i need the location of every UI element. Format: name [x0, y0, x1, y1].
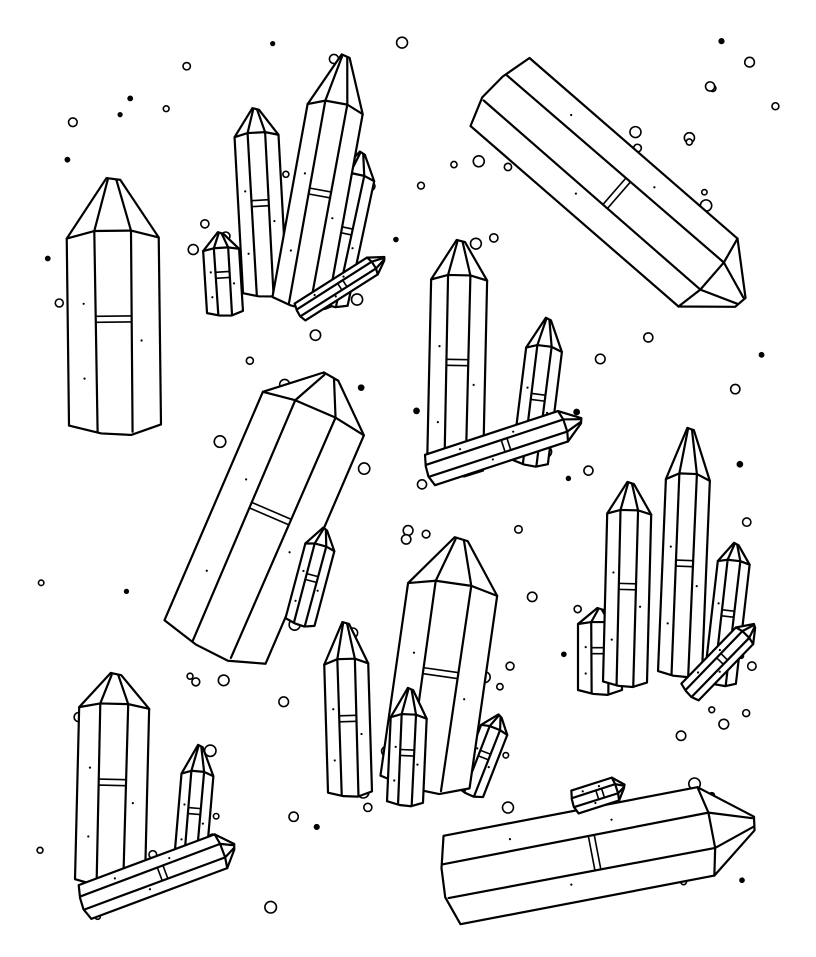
- crystal-top-cluster-main: [271, 53, 364, 311]
- crystal-bottom-center-front: [385, 686, 428, 808]
- dot: [704, 81, 716, 92]
- dot: [526, 591, 538, 603]
- dot: [505, 661, 515, 671]
- crystal-bottom-left-fallen: [77, 833, 236, 920]
- dot: [708, 706, 716, 714]
- dot: [718, 38, 725, 45]
- crystal-bottom-right-small: [570, 776, 626, 815]
- dot: [127, 95, 134, 102]
- dot: [182, 61, 192, 71]
- dot: [357, 462, 371, 476]
- dot: [488, 232, 499, 243]
- dot: [416, 478, 428, 490]
- crystal-bottom-center-left: [323, 620, 374, 798]
- dot: [573, 408, 581, 416]
- dot: [191, 677, 201, 687]
- dot: [501, 801, 515, 814]
- dot: [309, 329, 322, 342]
- dot: [583, 465, 594, 476]
- dot: [416, 181, 426, 190]
- dot: [771, 101, 780, 111]
- crystal-right-cluster-main: [656, 426, 711, 679]
- dot: [123, 588, 130, 595]
- dot: [278, 696, 290, 708]
- dot: [642, 332, 654, 343]
- crystal-center-right-main: [425, 238, 489, 478]
- dot: [502, 751, 510, 759]
- dot: [741, 708, 751, 718]
- dot: [495, 682, 504, 691]
- dot: [117, 112, 123, 118]
- dot: [245, 356, 255, 366]
- crystal-bottom-right-long: [440, 786, 756, 926]
- dot: [67, 117, 78, 128]
- dot: [402, 524, 414, 537]
- dot: [54, 298, 65, 308]
- dot: [36, 846, 44, 855]
- crystal-center-left-big: [163, 371, 365, 665]
- dot: [313, 823, 320, 831]
- dot: [700, 188, 708, 196]
- dot: [594, 353, 606, 365]
- dot: [421, 529, 431, 539]
- dot: [37, 579, 45, 587]
- crystal-top-cluster-left: [233, 107, 289, 298]
- dot: [350, 293, 364, 306]
- dot: [472, 154, 486, 168]
- dot: [187, 243, 200, 256]
- dot: [64, 156, 71, 163]
- crystal-right-cluster-fallen: [680, 622, 757, 702]
- dot: [288, 811, 300, 823]
- dot: [395, 36, 409, 49]
- dot: [503, 162, 513, 172]
- dot: [746, 661, 757, 672]
- dot: [743, 56, 756, 68]
- dot: [561, 651, 567, 658]
- dot: [213, 435, 227, 449]
- dot: [741, 517, 752, 528]
- crystal-left-tall: [65, 176, 163, 437]
- dot: [217, 674, 230, 687]
- dot: [565, 475, 572, 482]
- dot: [270, 41, 276, 47]
- crystal-top-cluster-small: [202, 231, 245, 317]
- crystal-center-left-small: [284, 526, 336, 628]
- dot: [675, 730, 687, 742]
- dot: [450, 160, 458, 169]
- dot: [357, 384, 365, 392]
- dot: [44, 255, 51, 262]
- dot: [469, 237, 483, 250]
- dot: [362, 802, 373, 813]
- dot: [199, 219, 210, 229]
- crystal-bottom-left-main: [73, 671, 151, 890]
- dot: [629, 125, 642, 139]
- crystals-layer: [65, 53, 757, 926]
- crystal-top-right-long: [469, 56, 747, 308]
- crystal-top-cluster-fallen: [293, 255, 386, 322]
- dot: [739, 877, 745, 884]
- crystal-right-cluster-left: [601, 480, 653, 689]
- dot: [513, 524, 523, 534]
- dot: [264, 900, 278, 914]
- crystal-center-right-fallen: [423, 409, 583, 487]
- dot: [729, 383, 741, 395]
- dot: [212, 812, 220, 820]
- dot: [413, 407, 420, 415]
- dot: [393, 236, 399, 243]
- dot: [685, 138, 694, 146]
- dot: [186, 672, 194, 680]
- dot: [758, 351, 765, 358]
- dot: [736, 460, 744, 468]
- dot: [282, 170, 290, 179]
- dot: [573, 604, 582, 614]
- dot: [718, 718, 730, 730]
- dot: [400, 533, 412, 545]
- dot: [162, 105, 170, 113]
